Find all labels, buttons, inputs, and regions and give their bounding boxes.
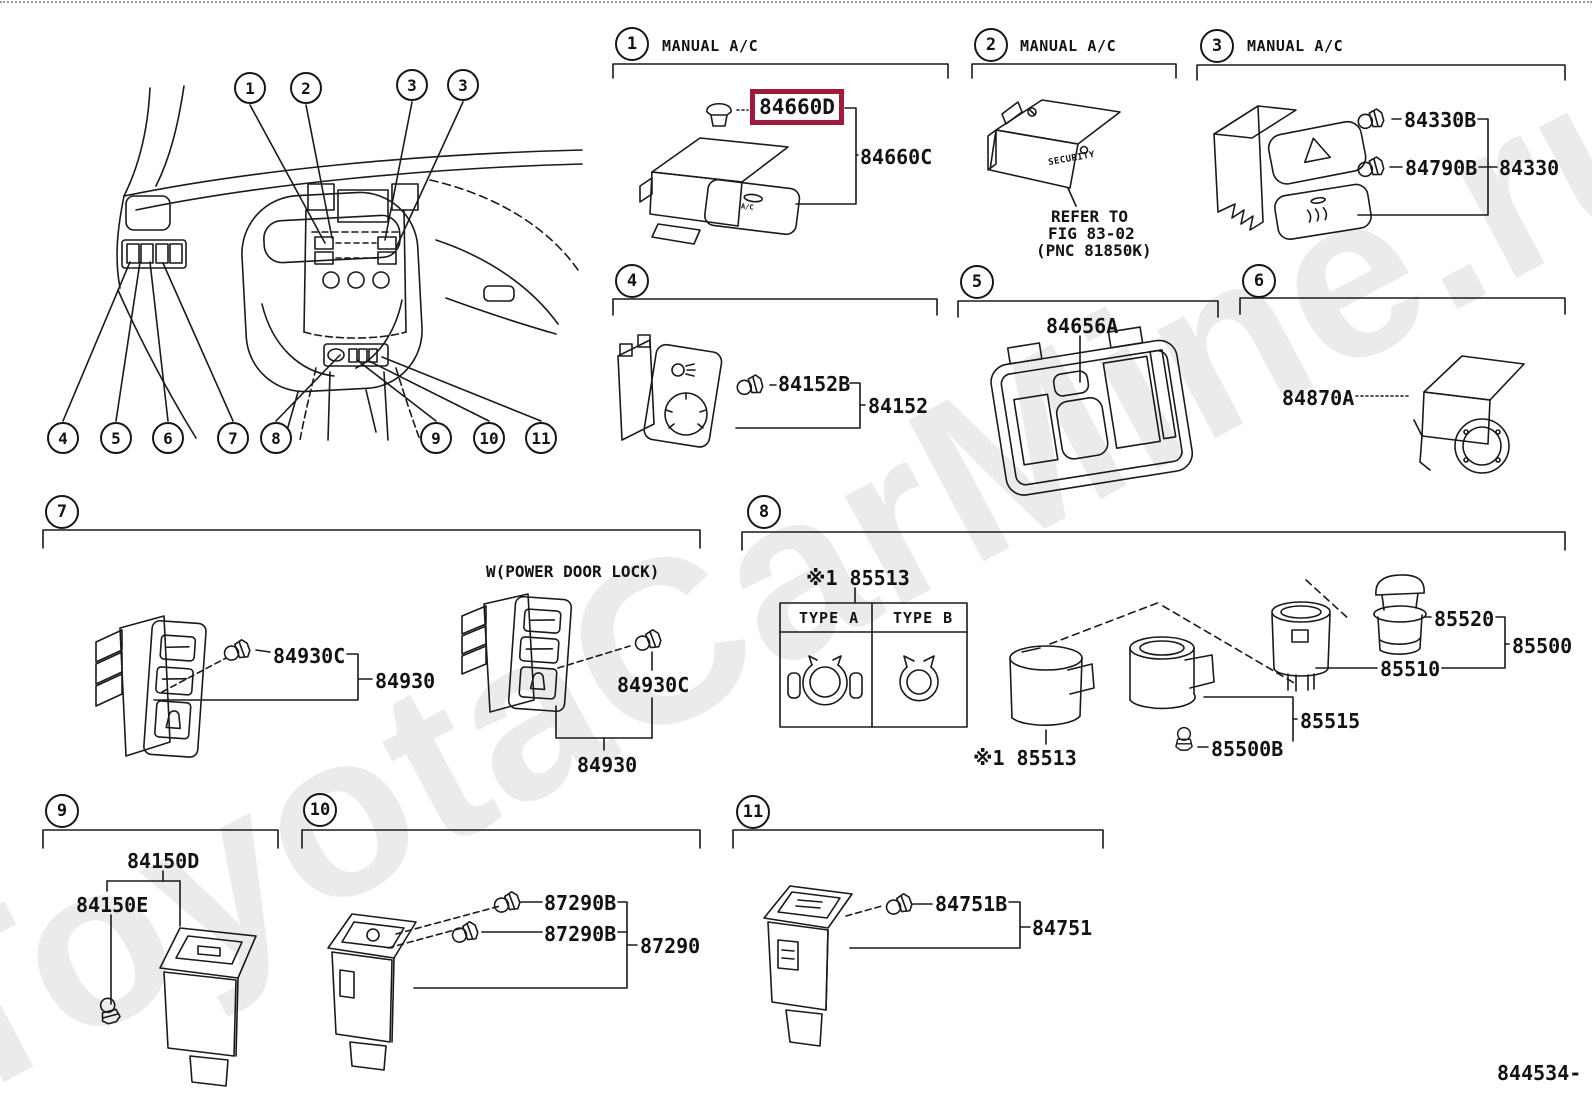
section-6-badge: 6 <box>1242 264 1276 298</box>
section-5-badge: 5 <box>960 265 994 299</box>
callout-3a: 3 <box>396 69 428 101</box>
section-8-badge: 8 <box>747 495 781 529</box>
part-label-84751b[interactable]: 84751B <box>935 892 1008 916</box>
callout-7: 7 <box>217 422 249 454</box>
drawing-number: 844534- D <box>1497 1061 1592 1085</box>
part-label-85500[interactable]: 85500 <box>1512 634 1573 658</box>
part-label-85515[interactable]: 85515 <box>1300 709 1361 733</box>
section-9-badge: 9 <box>45 794 79 828</box>
callout-6: 6 <box>152 422 184 454</box>
s8-clip-table <box>779 587 968 728</box>
s2-note-line2: FIG 83-02 <box>1048 224 1135 243</box>
part-label-84930-right[interactable]: 84930 <box>577 753 638 777</box>
section-10-badge: 10 <box>303 793 337 827</box>
section-3-badge: 3 <box>1200 29 1234 63</box>
section-4-badge: 4 <box>615 264 649 298</box>
section-2-title: MANUAL A/C <box>1020 37 1117 55</box>
s2-note-line1: REFER TO <box>1051 207 1129 226</box>
part-label-84150e[interactable]: 84150E <box>76 893 149 917</box>
part-label-84751[interactable]: 84751 <box>1032 916 1093 940</box>
s6-switch-drawing <box>1355 355 1525 474</box>
s5-bezel-drawing <box>990 326 1194 496</box>
part-label-87290[interactable]: 87290 <box>640 934 701 958</box>
callout-11: 11 <box>525 422 557 454</box>
section-1-badge: 1 <box>615 27 649 61</box>
part-label-84152b[interactable]: 84152B <box>778 372 851 396</box>
part-label-84870a[interactable]: 84870A <box>1282 386 1355 410</box>
s10-switch-drawing <box>327 889 638 1071</box>
s1-switch-drawing <box>639 102 859 245</box>
s8-holder-drawing <box>1009 645 1095 745</box>
part-label-85500b[interactable]: 85500B <box>1211 737 1284 761</box>
highlighted-part-box[interactable]: 84660D <box>750 89 844 125</box>
part-label-84930c-right[interactable]: 84930C <box>617 673 690 697</box>
part-label-84930-left[interactable]: 84930 <box>375 669 436 693</box>
s7-variant-switch-drawing <box>461 593 664 751</box>
section-2-badge: 2 <box>974 28 1008 62</box>
s8-type-b-header: TYPE B <box>893 609 954 627</box>
s2-note-line3: (PNC 81850K) <box>1036 241 1152 260</box>
part-label-87290b-2[interactable]: 87290B <box>544 922 617 946</box>
section-11-badge: 11 <box>736 795 770 829</box>
part-label-84660d: 84660D <box>759 95 835 119</box>
s2-switch-drawing <box>987 99 1121 207</box>
part-label-84330b[interactable]: 84330B <box>1404 108 1477 132</box>
s8-type-a-header: TYPE A <box>799 609 860 627</box>
s7-variant-label: W(POWER DOOR LOCK) <box>486 562 660 581</box>
callout-1: 1 <box>234 72 266 104</box>
callout-8: 8 <box>260 422 292 454</box>
part-label-84150d[interactable]: 84150D <box>127 849 200 873</box>
part-label-87290b-1[interactable]: 87290B <box>544 891 617 915</box>
callout-10: 10 <box>473 422 505 454</box>
s4-switch-drawing <box>617 334 866 448</box>
callout-4: 4 <box>47 422 79 454</box>
callout-5: 5 <box>100 422 132 454</box>
s8-lighter-drawing <box>1049 574 1510 751</box>
part-label-85520[interactable]: 85520 <box>1434 607 1495 631</box>
part-label-85513-top[interactable]: ※1 85513 <box>806 566 910 590</box>
s7-left-switch-drawing <box>95 615 373 758</box>
s9-switch-drawing <box>96 870 257 1087</box>
callout-9: 9 <box>420 422 452 454</box>
section-7-badge: 7 <box>45 495 79 529</box>
part-label-84330[interactable]: 84330 <box>1499 156 1560 180</box>
part-label-84790b[interactable]: 84790B <box>1405 156 1478 180</box>
s11-switch-drawing <box>763 885 1031 1047</box>
dashboard-drawing <box>116 85 583 441</box>
part-label-85510[interactable]: 85510 <box>1380 657 1441 681</box>
page-top-border <box>0 1 1592 3</box>
part-label-85513-bottom[interactable]: ※1 85513 <box>973 746 1077 770</box>
section-brackets <box>42 63 1566 849</box>
callout-leader-lines <box>62 101 542 422</box>
part-label-84152[interactable]: 84152 <box>868 394 929 418</box>
section-1-title: MANUAL A/C <box>662 37 759 55</box>
s3-switch-drawing <box>1213 105 1498 240</box>
part-label-84656a[interactable]: 84656A <box>1046 314 1119 338</box>
callout-2: 2 <box>290 72 322 104</box>
callout-3b: 3 <box>447 69 479 101</box>
part-label-84930c-left[interactable]: 84930C <box>273 644 346 668</box>
part-label-84660c[interactable]: 84660C <box>860 145 933 169</box>
section-3-title: MANUAL A/C <box>1247 37 1344 55</box>
s1-button-glyph: A/C <box>740 202 755 212</box>
